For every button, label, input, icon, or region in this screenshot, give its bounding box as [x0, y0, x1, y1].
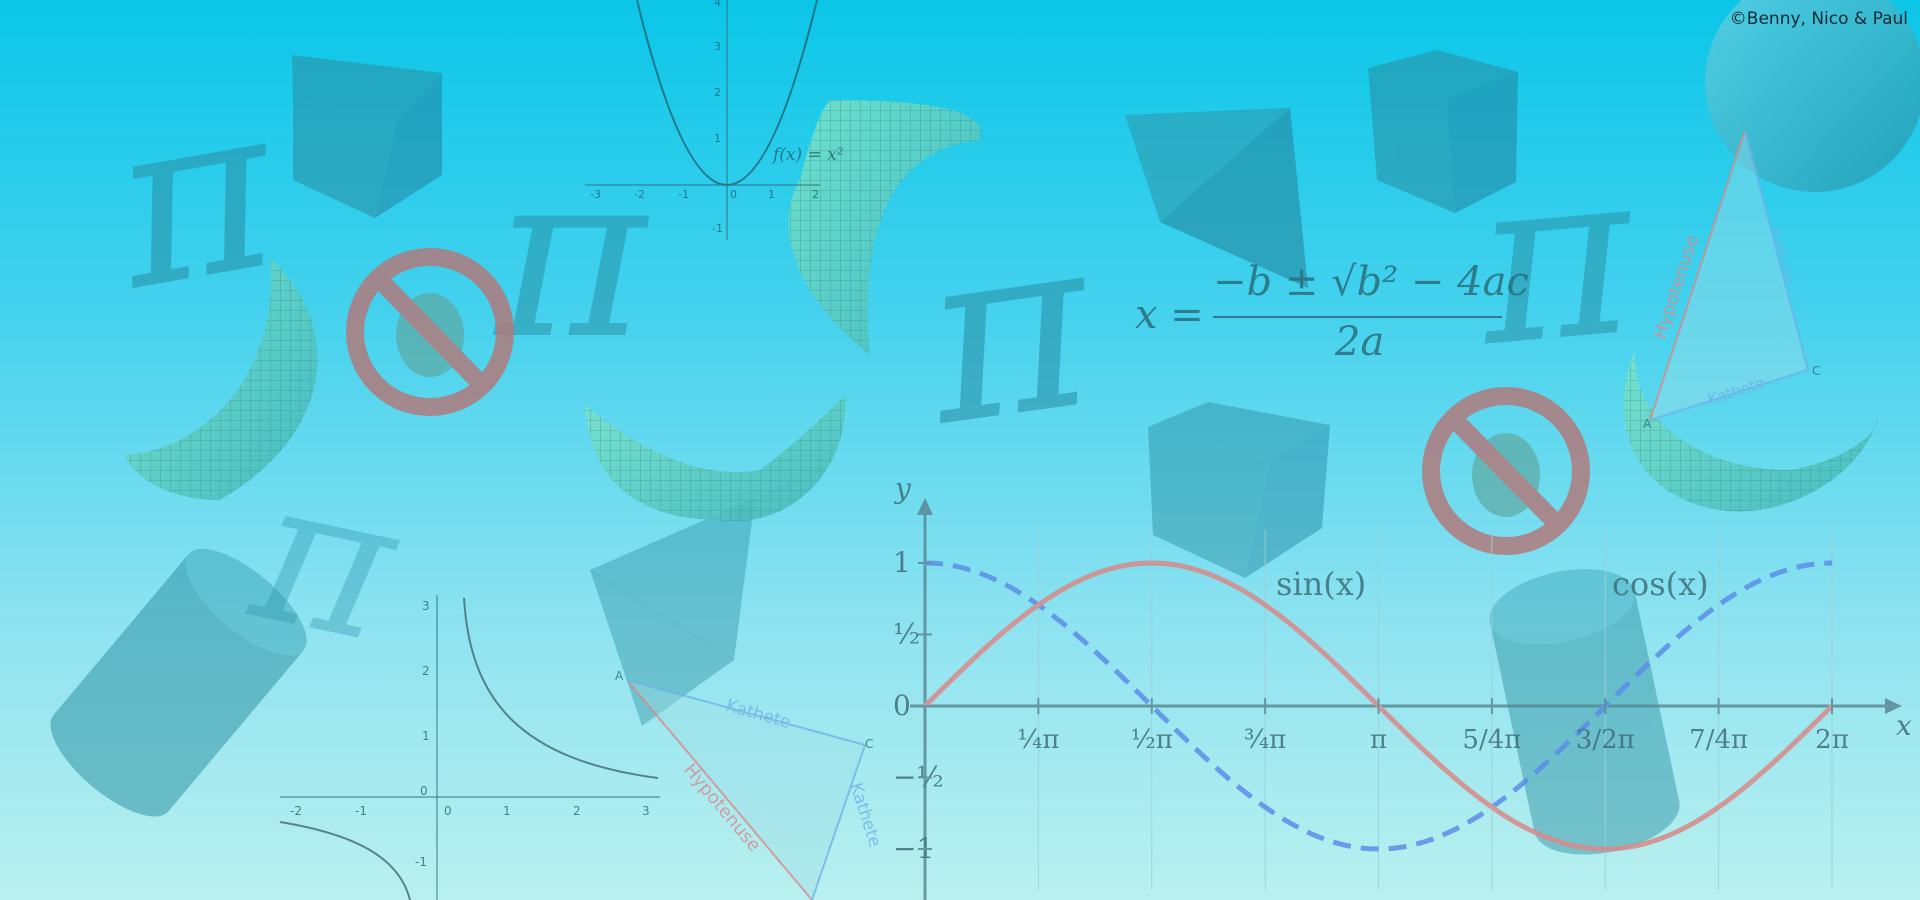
x-tick: 0: [444, 804, 452, 818]
x-tick-label: ¼π: [1017, 725, 1059, 755]
ban-sign-left: [346, 248, 514, 416]
x-tick: -1: [355, 804, 367, 818]
saddle-surface-2: [788, 100, 982, 355]
y-tick: 4: [714, 0, 721, 9]
parabola-plot: f(x) = x² -3 -2 -1 0 1 2 4 3 2 1 -1: [585, 0, 844, 240]
tetrahedron-bottom: [589, 498, 755, 726]
x-tick-label: 5/4π: [1462, 725, 1521, 755]
x-tick-label: 3/2π: [1576, 725, 1635, 755]
pi-symbol: π: [1465, 119, 1646, 399]
vertex-label: A: [615, 669, 624, 683]
x-tick: -1: [678, 188, 689, 201]
y-tick: -1: [712, 222, 723, 235]
kathete-label: Kathete: [845, 780, 885, 849]
x-tick-label: ½π: [1131, 725, 1173, 755]
copyright-text: ©Benny, Nico & Paul: [1730, 9, 1908, 29]
hyperbola-plot: -2 -1 0 1 2 3 3 2 1 0 -1: [279, 595, 660, 900]
saddle-surface-3: [585, 395, 846, 522]
pi-symbol: π: [492, 123, 650, 390]
sphere-shape: [1705, 0, 1920, 192]
y-tick: -1: [415, 855, 427, 869]
y-tick: 2: [422, 664, 430, 678]
cube-top-right: [1368, 50, 1518, 213]
saddle-surface-1: [125, 258, 318, 500]
quadratic-formula: x = −b ± √b² − 4ac 2a: [1135, 259, 1529, 365]
x-tick: 2: [812, 188, 819, 201]
y-tick: 2: [714, 86, 721, 99]
x-tick: 3: [642, 804, 650, 818]
x-axis-label: x: [1896, 709, 1912, 742]
ban-sign-right: [1422, 387, 1590, 555]
pi-symbol: π: [235, 433, 417, 689]
y-tick-label: 1: [893, 546, 911, 579]
cube-center: [1148, 402, 1330, 578]
y-axis-label: y: [893, 472, 912, 505]
x-tick: -2: [290, 804, 302, 818]
x-tick-label: ¾π: [1244, 725, 1286, 755]
cylinder-left: [50, 548, 307, 817]
y-tick: 3: [422, 599, 430, 613]
cube-top-left: [292, 55, 442, 218]
cos-label: cos(x): [1612, 565, 1709, 603]
x-tick-label: 7/4π: [1689, 725, 1748, 755]
y-tick: 3: [714, 40, 721, 53]
formula-lhs: x =: [1135, 292, 1204, 338]
vertex-label: A: [1643, 417, 1652, 431]
x-tick: 1: [503, 804, 511, 818]
cos-curve: [924, 560, 1833, 852]
y-tick: 1: [714, 132, 721, 145]
pi-symbol: π: [908, 180, 1110, 480]
formula-numerator: −b ± √b² − 4ac: [1213, 259, 1529, 305]
y-axis-arrow: [917, 498, 933, 515]
x-tick-label: 2π: [1815, 725, 1849, 755]
x-tick: 2: [573, 804, 581, 818]
saddle-surface-4: [1623, 350, 1879, 512]
x-tick: 1: [768, 188, 775, 201]
x-tick: 0: [730, 188, 737, 201]
y-tick: 0: [420, 784, 428, 798]
x-tick: -3: [590, 188, 601, 201]
vertex-label: C: [1812, 364, 1820, 378]
x-axis-arrow: [1885, 698, 1902, 714]
sin-label: sin(x): [1276, 565, 1366, 603]
x-tick: -2: [634, 188, 645, 201]
y-tick-label: 0: [893, 689, 911, 722]
y-tick: 1: [422, 729, 430, 743]
vertex-label: C: [865, 737, 873, 751]
formula-denominator: 2a: [1334, 319, 1384, 365]
pi-symbol: π: [94, 52, 296, 342]
parabola-label: f(x) = x²: [771, 145, 844, 165]
y-tick-label: ½: [893, 618, 920, 651]
x-tick-label: π: [1370, 725, 1387, 755]
tetrahedron-top: [1125, 108, 1308, 288]
right-triangle-left: Hypotenuse Kathete Kathete A C: [615, 669, 885, 900]
